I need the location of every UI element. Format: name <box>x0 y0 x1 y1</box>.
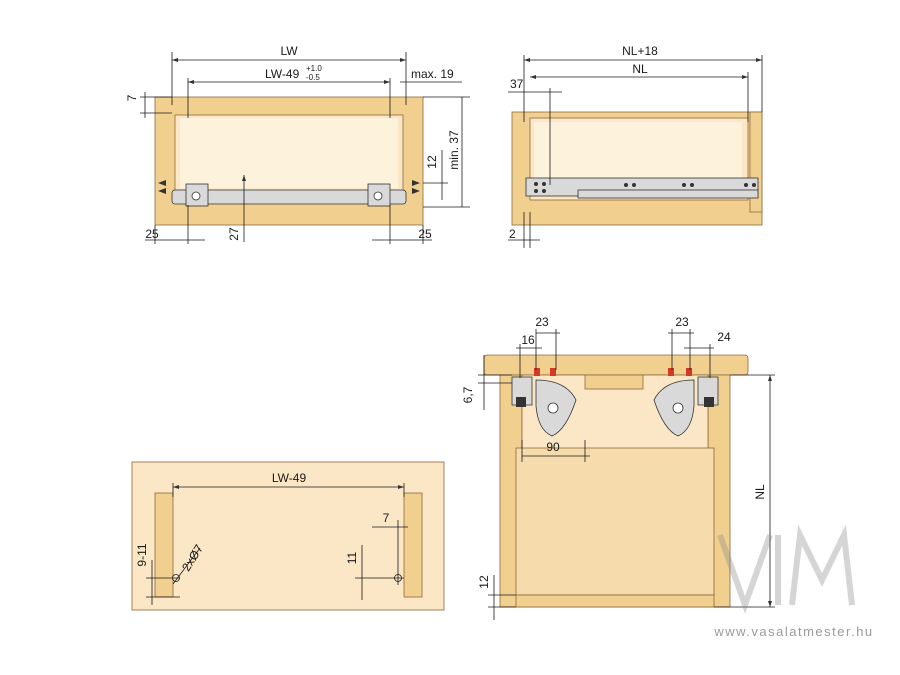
back-dim7: 7 <box>383 511 390 525</box>
back-dim11: 11 <box>345 551 359 564</box>
top-dim23-left: 23 <box>535 315 549 329</box>
side-dim2-label: 2 <box>509 227 516 241</box>
front-max19-label: max. 19 <box>411 67 454 81</box>
front-dim27-label: 27 <box>227 227 241 241</box>
back-dim911: 9-11 <box>135 543 149 566</box>
top-lock-left <box>511 368 577 437</box>
watermark-url: www.vasalatmester.hu <box>713 624 873 639</box>
front-view: LW LW-49 +1.0 -0.5 max. 19 7 min. 37 12 … <box>125 44 470 244</box>
top-center-block <box>584 374 644 390</box>
back-view: LW-49 7 11 9-11 2xØ7 <box>131 461 445 611</box>
top-dim23-right: 23 <box>675 315 689 329</box>
side-dim37-label: 37 <box>510 77 524 91</box>
front-dim12-label: 12 <box>425 155 439 169</box>
side-nl-label: NL <box>632 62 648 76</box>
watermark-logo <box>717 524 855 614</box>
front-tol-upper: +1.0 <box>306 64 322 73</box>
top-front-panel <box>483 354 749 376</box>
front-dim7-label: 7 <box>125 94 139 101</box>
back-side-left <box>154 492 174 598</box>
top-dim90: 90 <box>546 440 560 454</box>
top-dim67: 6,7 <box>461 386 475 403</box>
front-lw-label: LW <box>280 44 298 58</box>
back-lw49: LW-49 <box>272 471 307 485</box>
front-lw49-label: LW-49 <box>265 67 300 81</box>
side-view: NL+18 NL 37 2 <box>508 44 763 248</box>
side-nl18-label: NL+18 <box>622 44 658 58</box>
top-dim16: 16 <box>521 333 535 347</box>
top-dim24: 24 <box>717 330 731 344</box>
front-dim25-right: 25 <box>418 227 432 241</box>
top-dim12: 12 <box>477 575 491 589</box>
front-dim25-left: 25 <box>145 227 159 241</box>
back-side-right <box>403 492 423 598</box>
top-nl: NL <box>753 484 767 500</box>
top-lock-right <box>653 368 719 437</box>
front-drawer-bottom <box>171 189 407 205</box>
top-view: 23 16 23 24 6,7 90 NL 12 <box>461 315 775 620</box>
front-min37-label: min. 37 <box>447 130 461 170</box>
front-tol-lower: -0.5 <box>306 73 320 82</box>
